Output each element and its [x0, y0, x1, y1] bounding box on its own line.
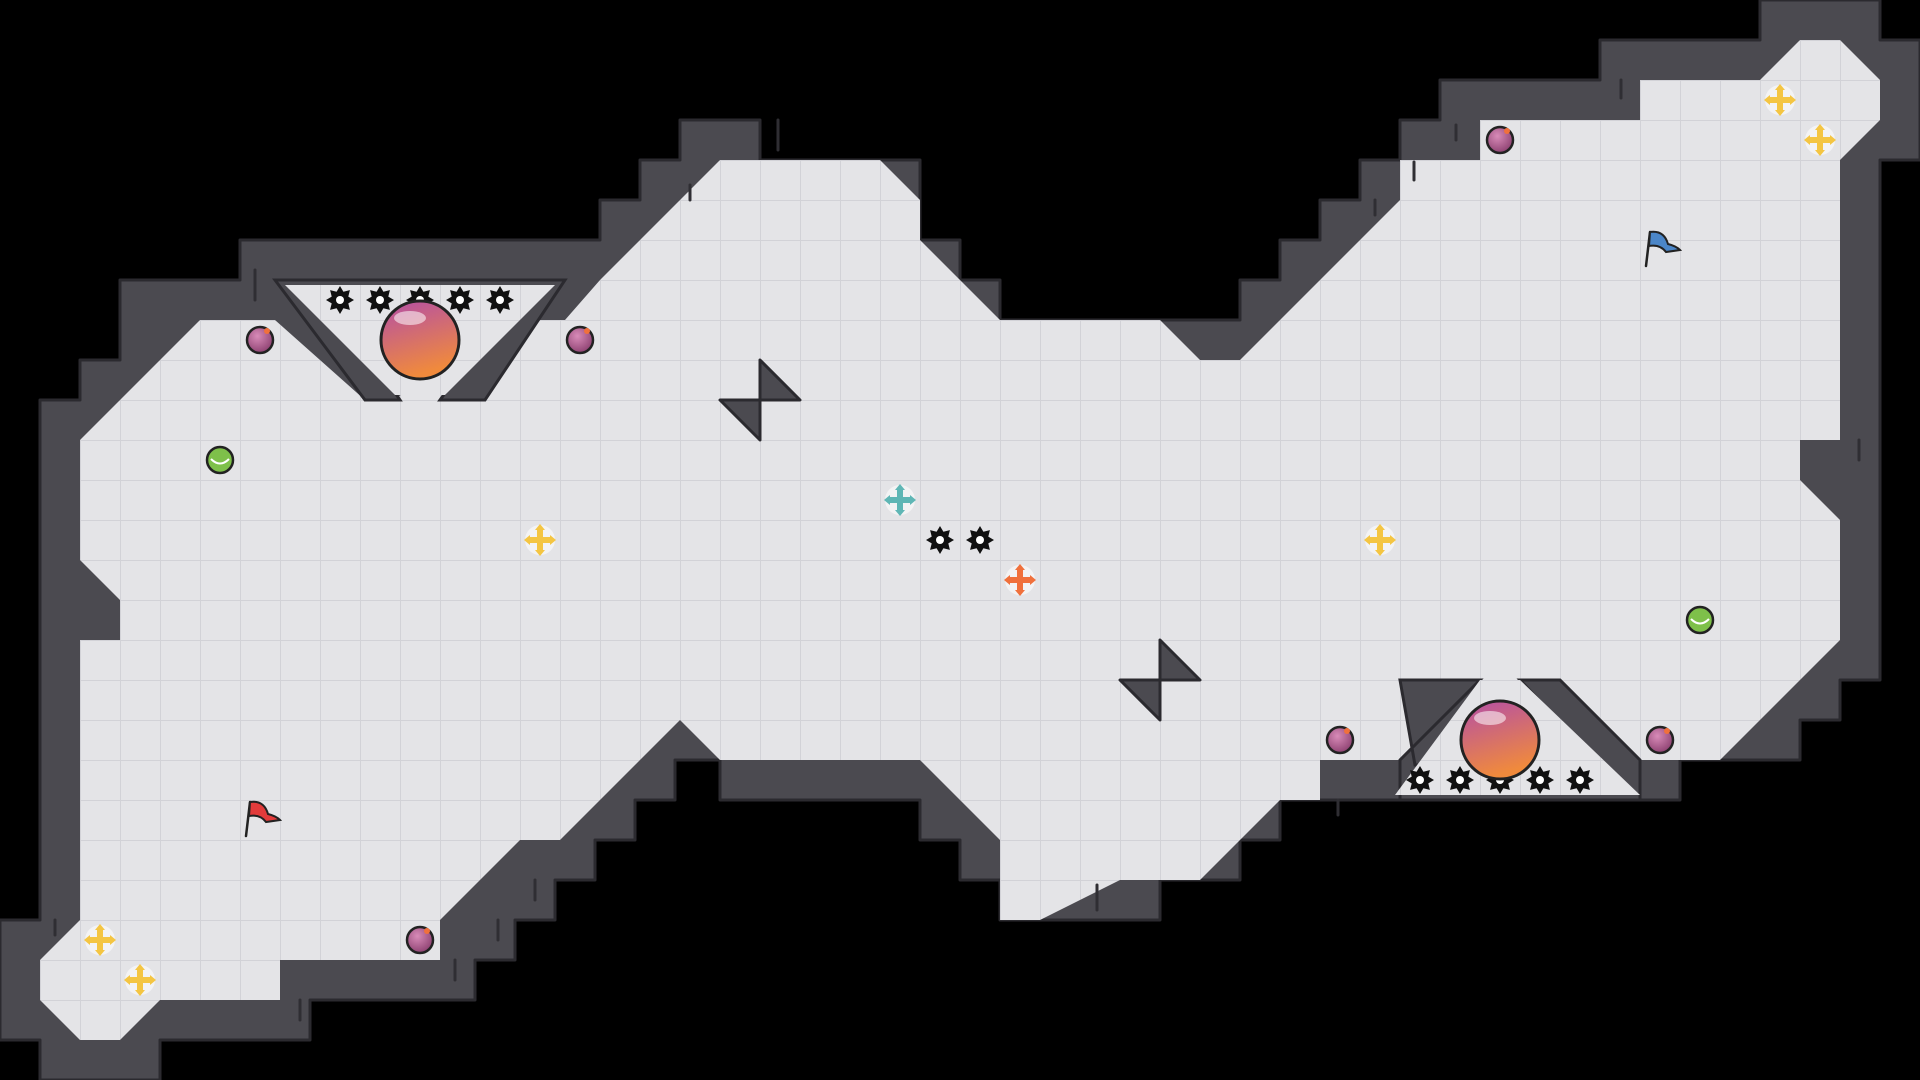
plus-powerup-icon[interactable]: [884, 484, 916, 516]
wall-accents: [53, 78, 1861, 1022]
plus-powerup-icon[interactable]: [84, 924, 116, 956]
plus-powerup-icon[interactable]: [124, 964, 156, 996]
shield-icon[interactable]: [1685, 605, 1715, 635]
spike-icon: [446, 286, 474, 314]
plus-powerup-icon[interactable]: [1364, 524, 1396, 556]
spike-icon: [1566, 766, 1594, 794]
plus-powerup-icon[interactable]: [1804, 124, 1836, 156]
plus-powerup-icon[interactable]: [524, 524, 556, 556]
mine-icon[interactable]: [1485, 125, 1515, 155]
blue-flag-icon[interactable]: [1644, 230, 1683, 268]
spike-icon: [486, 286, 514, 314]
mine-icon[interactable]: [1325, 725, 1355, 755]
spike-icon: [326, 286, 354, 314]
bubble-icon[interactable]: [379, 299, 461, 381]
bowtie-obstacle: [718, 358, 802, 442]
mine-icon[interactable]: [1645, 725, 1675, 755]
spike-icon: [366, 286, 394, 314]
entities-layer: [84, 84, 1836, 996]
plus-powerup-icon[interactable]: [1004, 564, 1036, 596]
mine-icon[interactable]: [405, 925, 435, 955]
bowtie-obstacles: [718, 358, 1202, 722]
plus-powerup-icon[interactable]: [1764, 84, 1796, 116]
floor-layer: [40, 40, 1880, 1040]
bowtie-obstacle: [1118, 638, 1202, 722]
spike-icon: [1526, 766, 1554, 794]
mine-icon[interactable]: [245, 325, 275, 355]
bubble-icon[interactable]: [1459, 699, 1541, 781]
shield-icon[interactable]: [205, 445, 235, 475]
red-flag-icon[interactable]: [244, 800, 283, 838]
spike-icon: [1406, 766, 1434, 794]
spike-icon: [926, 526, 954, 554]
spike-icon: [1446, 766, 1474, 794]
spike-icon: [966, 526, 994, 554]
mine-icon[interactable]: [565, 325, 595, 355]
